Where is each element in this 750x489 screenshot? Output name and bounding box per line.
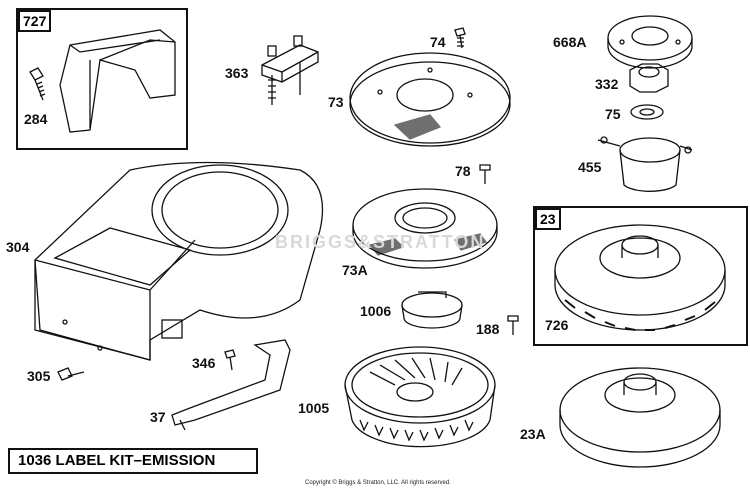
label-kit-box: 1036 LABEL KIT–EMISSION [8,448,258,474]
part-284-screw [29,67,46,101]
part-346-screw [224,349,236,371]
callout-455: 455 [578,159,602,175]
callout-668a: 668A [553,34,587,50]
part-37-guide [171,339,291,431]
callout-363: 363 [225,65,249,81]
callout-332: 332 [595,76,619,92]
part-668a-plate [607,15,693,69]
part-1006-ring [401,291,463,329]
callout-305: 305 [27,368,51,384]
callout-284: 284 [24,111,48,127]
callout-1005: 1005 [298,400,330,416]
callout-304: 304 [6,239,30,255]
box-tag-23: 23 [535,208,561,230]
part-305-screw [57,367,85,381]
kit-box-727 [16,8,188,150]
callout-346: 346 [192,355,216,371]
part-73a-screen [352,188,498,269]
copyright-notice: Copyright © Briggs & Stratton, LLC. All … [305,480,451,486]
part-74-screw [454,27,466,49]
part-1005-fan [344,346,496,448]
callout-73: 73 [328,94,344,110]
box-tag-727: 727 [18,10,52,32]
callout-188: 188 [476,321,500,337]
part-23-flywheel [554,224,726,331]
part-73-screen [349,52,511,147]
callout-726: 726 [545,317,569,333]
watermark: BRIGGS&STRATTON [275,232,486,252]
part-304-housing [34,161,324,361]
part-75-washer [630,104,664,120]
callout-78: 78 [455,163,471,179]
part-78-screw [479,164,491,184]
callout-75: 75 [605,106,621,122]
callout-73a: 73A [342,262,368,278]
part-188-screw [507,315,519,335]
callout-37: 37 [150,409,166,425]
callout-23a: 23A [520,426,546,442]
kit-box-23 [533,206,748,346]
part-455-cup [597,136,693,192]
part-332-nut [629,63,669,93]
part-363-bracket [261,35,319,105]
part-727-baffle [59,29,176,133]
part-23a-flywheel [559,367,721,468]
callout-74: 74 [430,34,446,50]
callout-1006: 1006 [360,303,392,319]
